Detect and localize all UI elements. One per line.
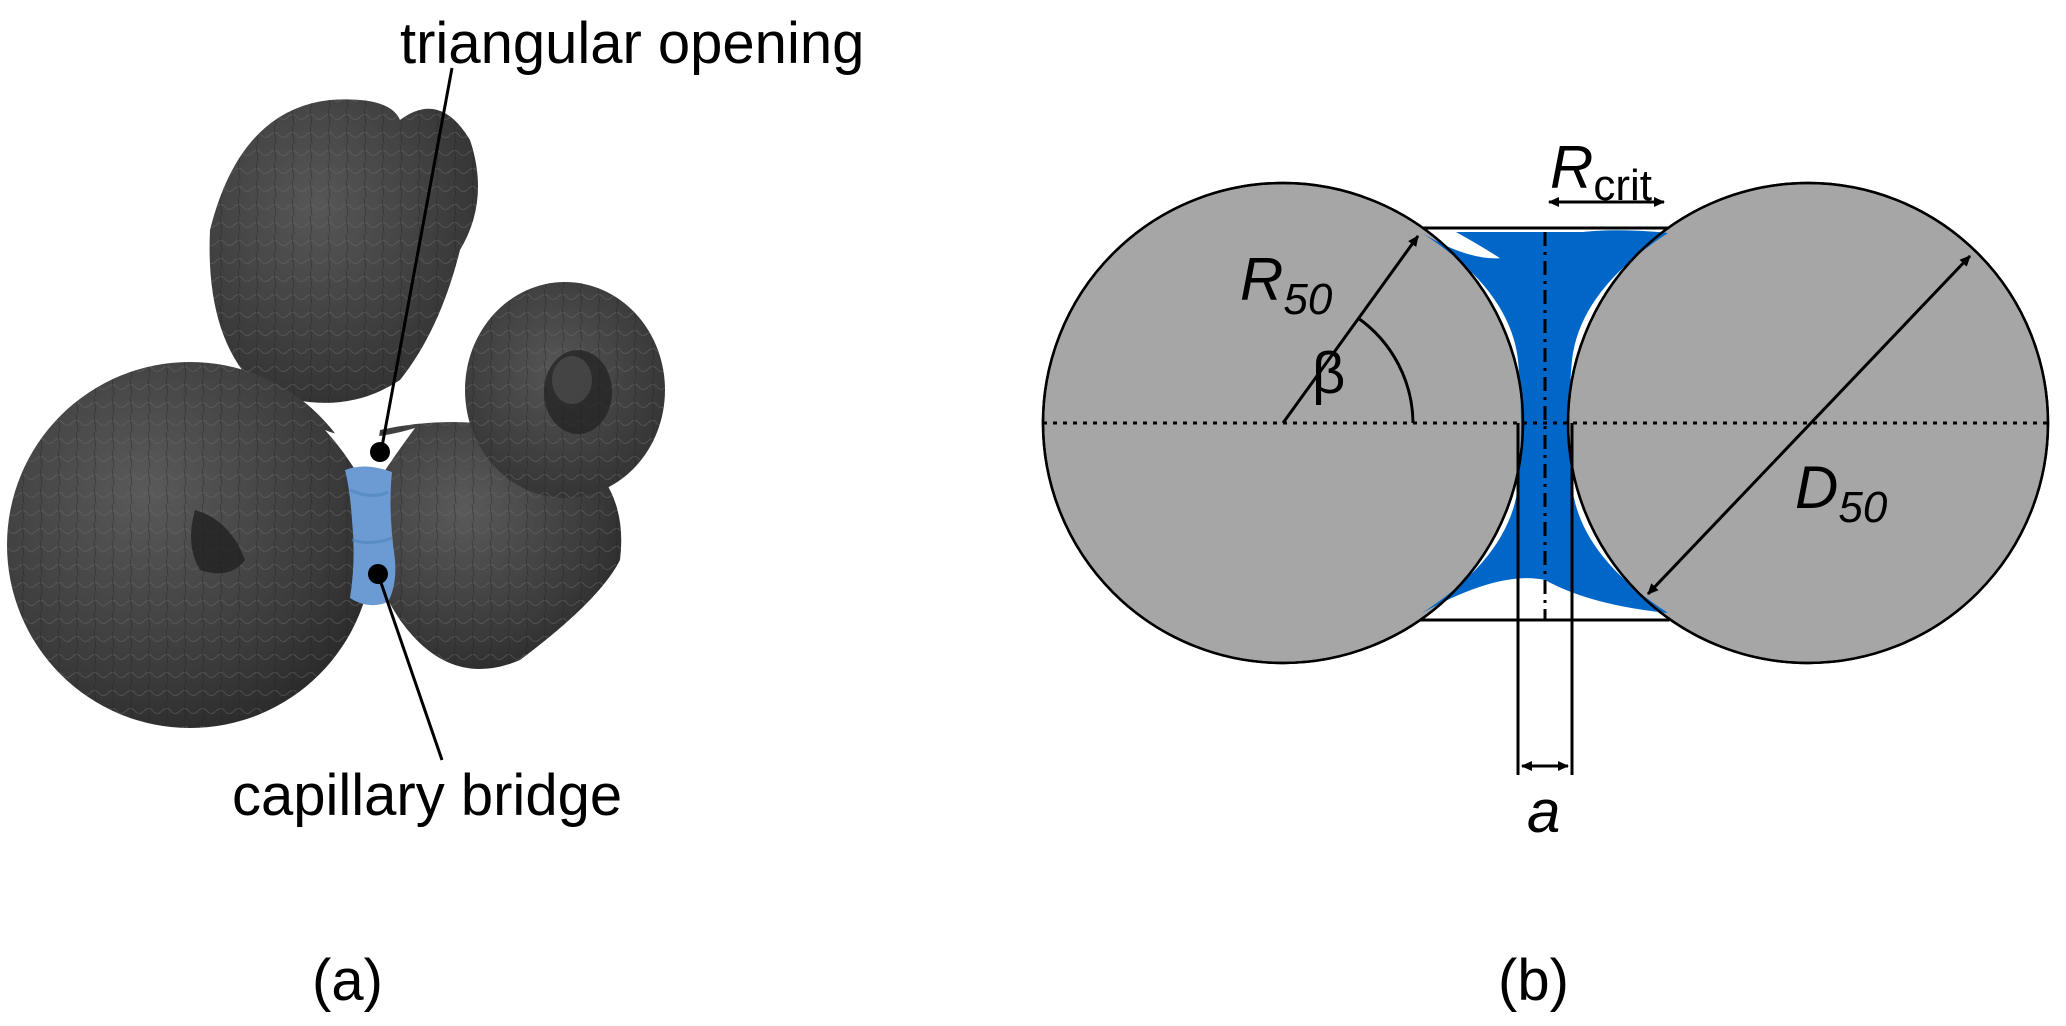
- caption-a: (a): [312, 948, 383, 1013]
- label-r50: R50: [1240, 246, 1333, 324]
- triangular-opening-dot: [370, 442, 390, 462]
- caption-b: (b): [1498, 948, 1569, 1013]
- panel-a-micrograph: triangular opening capillary bridge (a): [7, 11, 864, 1013]
- label-d50-sub: 50: [1838, 483, 1887, 532]
- capillary-bridge-leader: [376, 573, 444, 761]
- label-r-crit-sub: crit: [1593, 161, 1652, 210]
- label-r-crit-main: R: [1550, 134, 1593, 201]
- label-triangular-opening: triangular opening: [400, 11, 864, 76]
- label-r-crit: Rcrit: [1550, 134, 1652, 210]
- label-capillary-bridge: capillary bridge: [232, 763, 622, 828]
- label-d50: D50: [1795, 454, 1888, 532]
- capillary-bridge-dot: [368, 564, 388, 584]
- label-d50-main: D: [1795, 454, 1838, 521]
- label-r50-main: R: [1240, 246, 1283, 313]
- label-beta: β: [1312, 341, 1345, 406]
- triangular-opening-leader: [379, 67, 454, 453]
- r50-arrow: [1281, 235, 1420, 424]
- d50-arrow: [1646, 254, 1972, 596]
- triangular-opening: [325, 428, 415, 478]
- label-r50-sub: 50: [1283, 275, 1332, 324]
- panel-b-schematic: Rcrit R50 β D50 a (b): [1041, 134, 2050, 1013]
- beta-arc: [1357, 316, 1415, 424]
- label-a: a: [1527, 778, 1560, 845]
